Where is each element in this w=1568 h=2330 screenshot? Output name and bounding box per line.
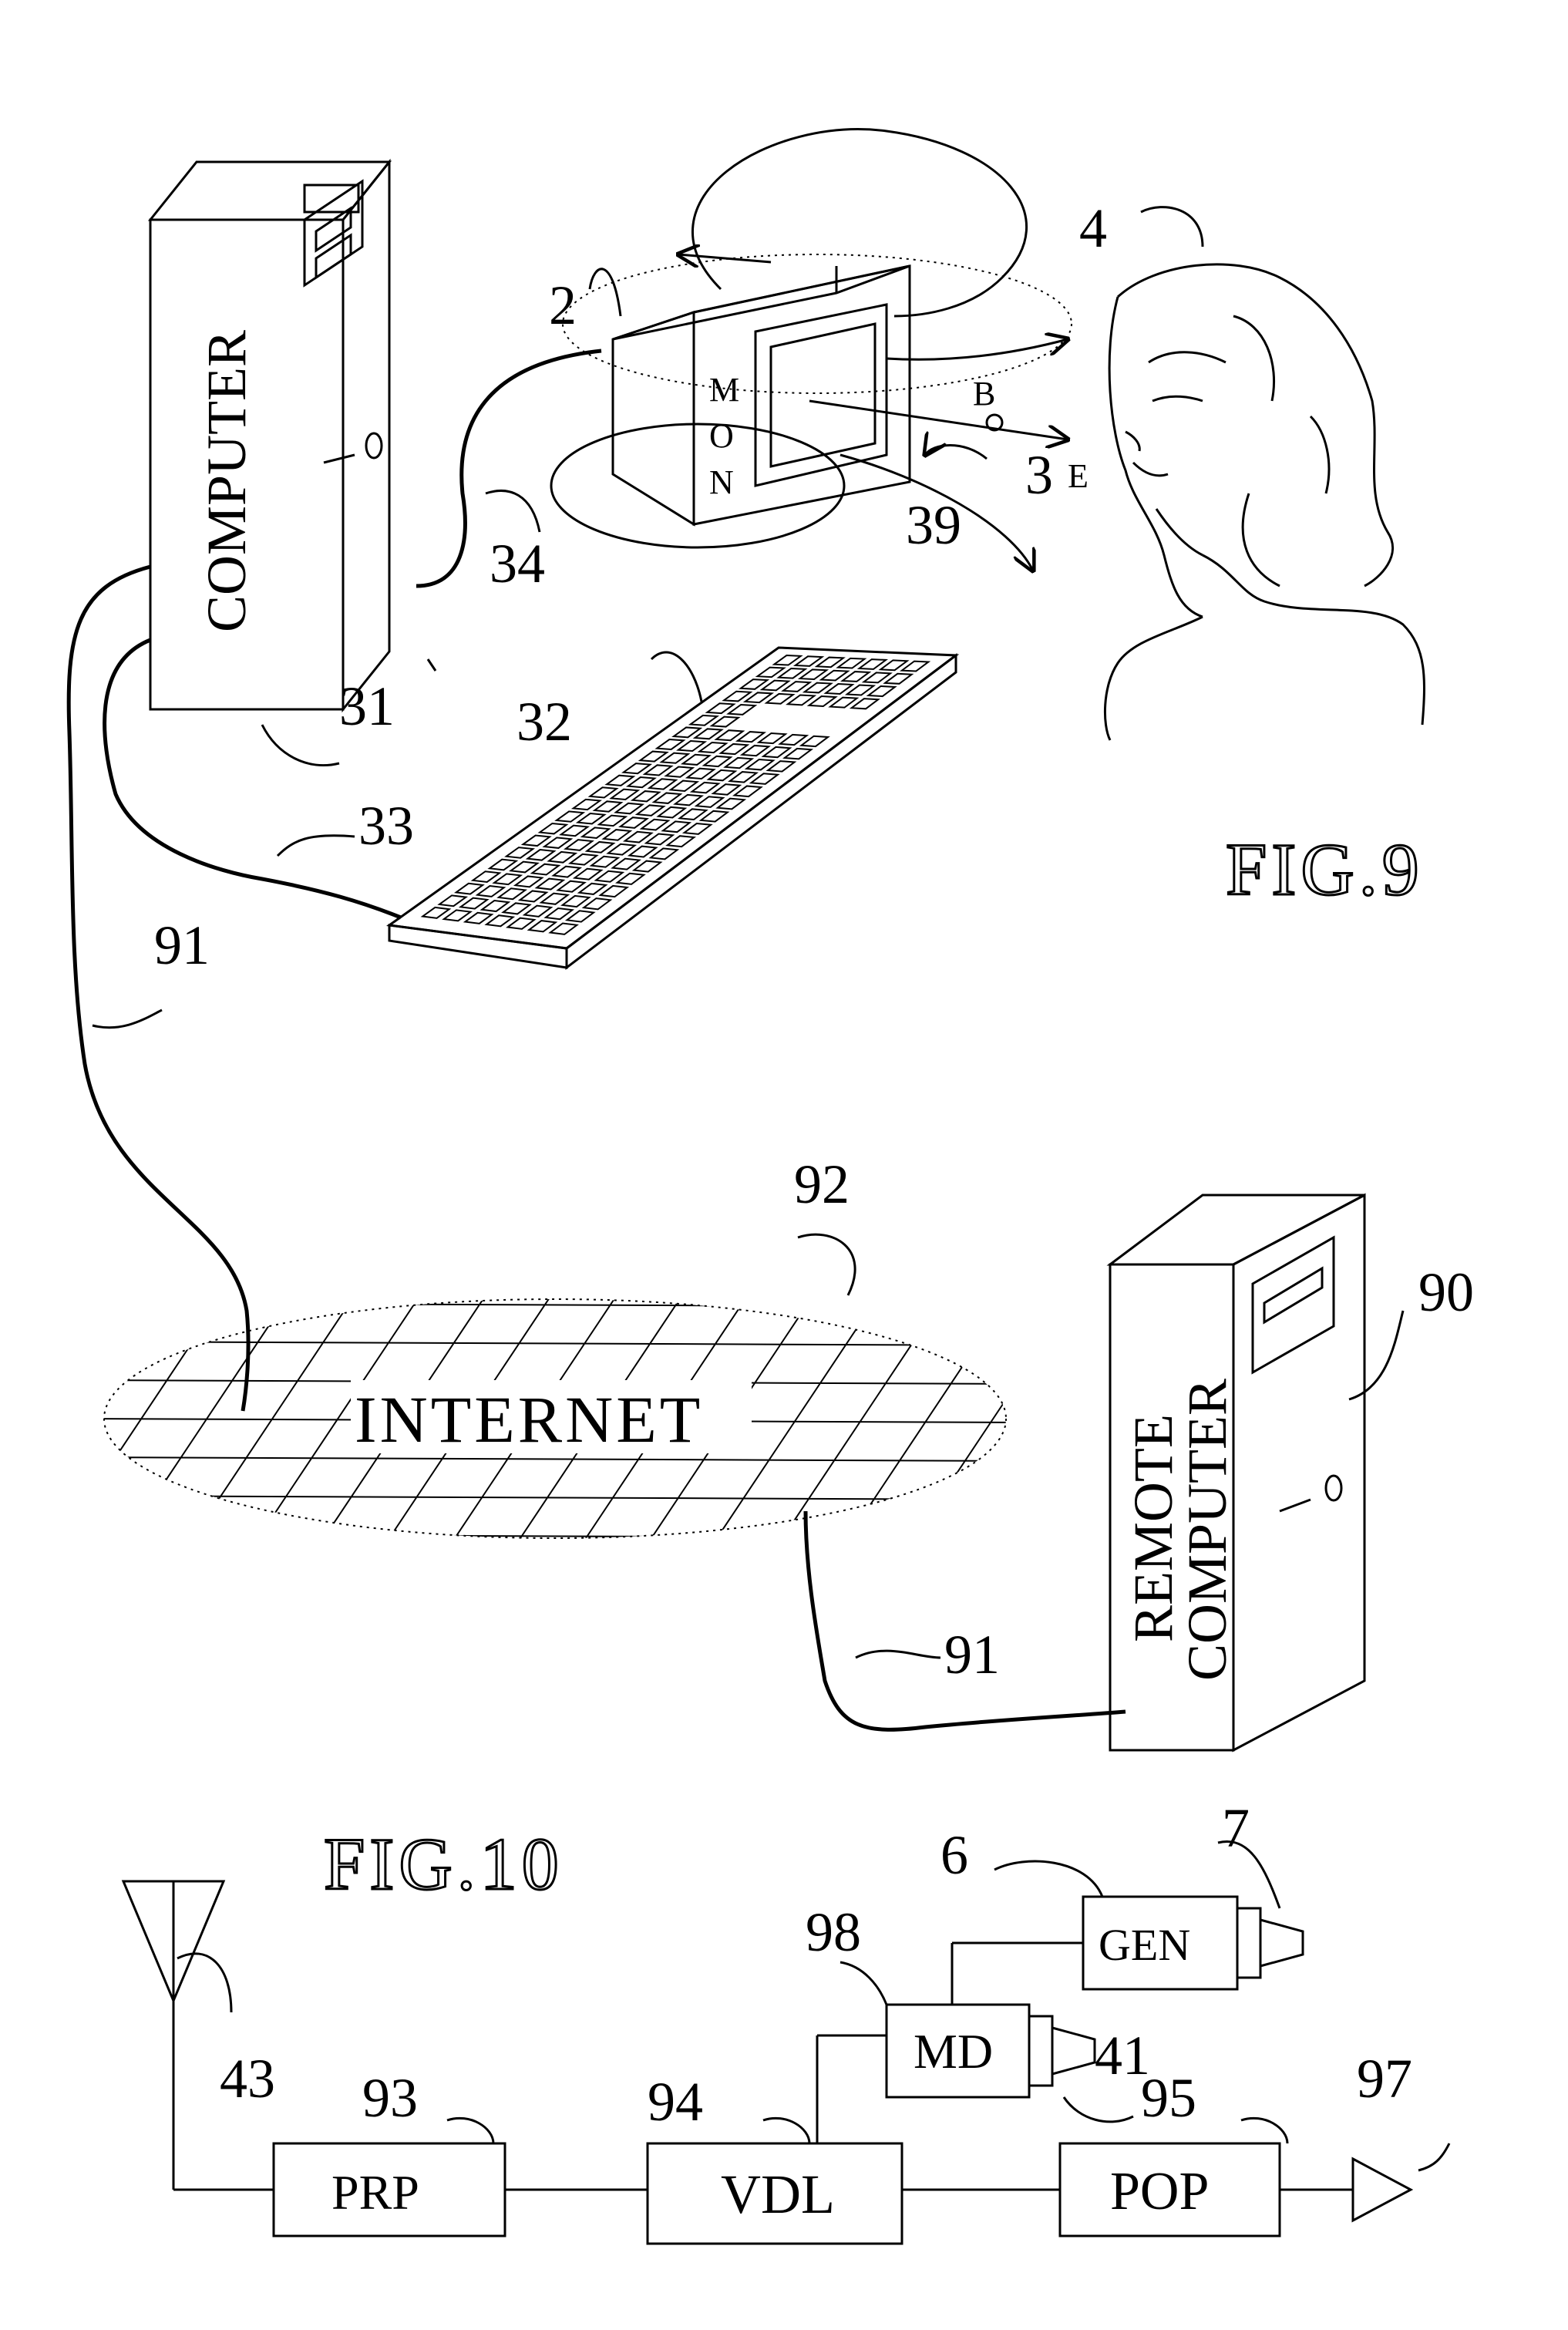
field-arrows — [678, 254, 1068, 571]
cables — [66, 348, 1126, 1732]
computer-drive-bays — [303, 179, 364, 288]
point-b-marker — [985, 413, 1004, 432]
cable-91-bottom — [803, 1510, 1126, 1732]
remote-computer-tower — [1106, 1193, 1366, 1753]
block-vdl — [646, 2142, 903, 2245]
ref-33: 33 — [358, 795, 414, 857]
fig10-title: FIG.10 — [324, 1823, 564, 1905]
block-vdl-label: VDL — [721, 2163, 835, 2225]
field-ellipse-dotted — [562, 254, 1072, 394]
remote-label-line2: COMPUTER — [1176, 1379, 1238, 1681]
gen-probe — [1236, 1907, 1262, 1979]
output-triangle — [1351, 2157, 1414, 2223]
ref-94: 94 — [648, 2071, 703, 2133]
md-probe — [1028, 2015, 1054, 2087]
ref-31: 31 — [339, 675, 395, 737]
leader-lines — [92, 206, 1405, 1659]
ref-32: 32 — [516, 691, 572, 753]
point-e-label: E — [1068, 457, 1089, 495]
ref-92: 92 — [794, 1153, 850, 1215]
ref-98: 98 — [806, 1901, 861, 1963]
monitor-letter-n: N — [709, 463, 734, 501]
ref-2: 2 — [549, 274, 577, 336]
monitor-base-ellipse — [550, 423, 846, 549]
ref-95: 95 — [1141, 2067, 1196, 2129]
block-md-label: MD — [914, 2024, 993, 2079]
ref-97: 97 — [1357, 2048, 1412, 2109]
power-button — [365, 432, 383, 460]
cable-34 — [416, 348, 602, 588]
ref-34: 34 — [490, 533, 545, 594]
block-prp-label: PRP — [331, 2165, 419, 2220]
fig10-leaders — [177, 1840, 1451, 2172]
ref-4: 4 — [1079, 197, 1107, 259]
block-diagram — [121, 1880, 1414, 2245]
keyboard — [386, 646, 960, 971]
person-drawing — [1104, 263, 1425, 741]
cable-91-top — [66, 564, 251, 1412]
internet-label: INTERNET — [355, 1382, 703, 1456]
monitor-letter-m: M — [709, 371, 739, 409]
monitor — [611, 264, 911, 527]
monitor-letter-o: O — [709, 417, 734, 455]
ref-93: 93 — [362, 2067, 418, 2129]
cable-33 — [103, 638, 402, 920]
ref-43: 43 — [220, 2048, 275, 2109]
block-gen-label: GEN — [1099, 1920, 1190, 1970]
ref-3: 3 — [1025, 444, 1053, 506]
field-loop-top — [691, 128, 1028, 318]
ref-7: 7 — [1222, 1797, 1250, 1859]
computer-label: COMPUTER — [196, 330, 257, 632]
internet-label-backdrop — [351, 1380, 752, 1453]
fig9-title: FIG.9 — [1226, 828, 1424, 911]
remote-label-line1: REMOTE — [1122, 1414, 1184, 1642]
ref-91-top: 91 — [154, 914, 210, 976]
ref-6: 6 — [940, 1824, 968, 1886]
block-pop-label: POP — [1110, 2162, 1209, 2221]
ref-91-bottom: 91 — [944, 1624, 1000, 1685]
ref-41: 41 — [1095, 2025, 1150, 2086]
keyboard-keys — [420, 655, 931, 935]
point-b-label: B — [973, 375, 995, 412]
ref-39: 39 — [906, 494, 961, 556]
ref-90: 90 — [1418, 1261, 1474, 1323]
computer-tower — [147, 158, 392, 713]
